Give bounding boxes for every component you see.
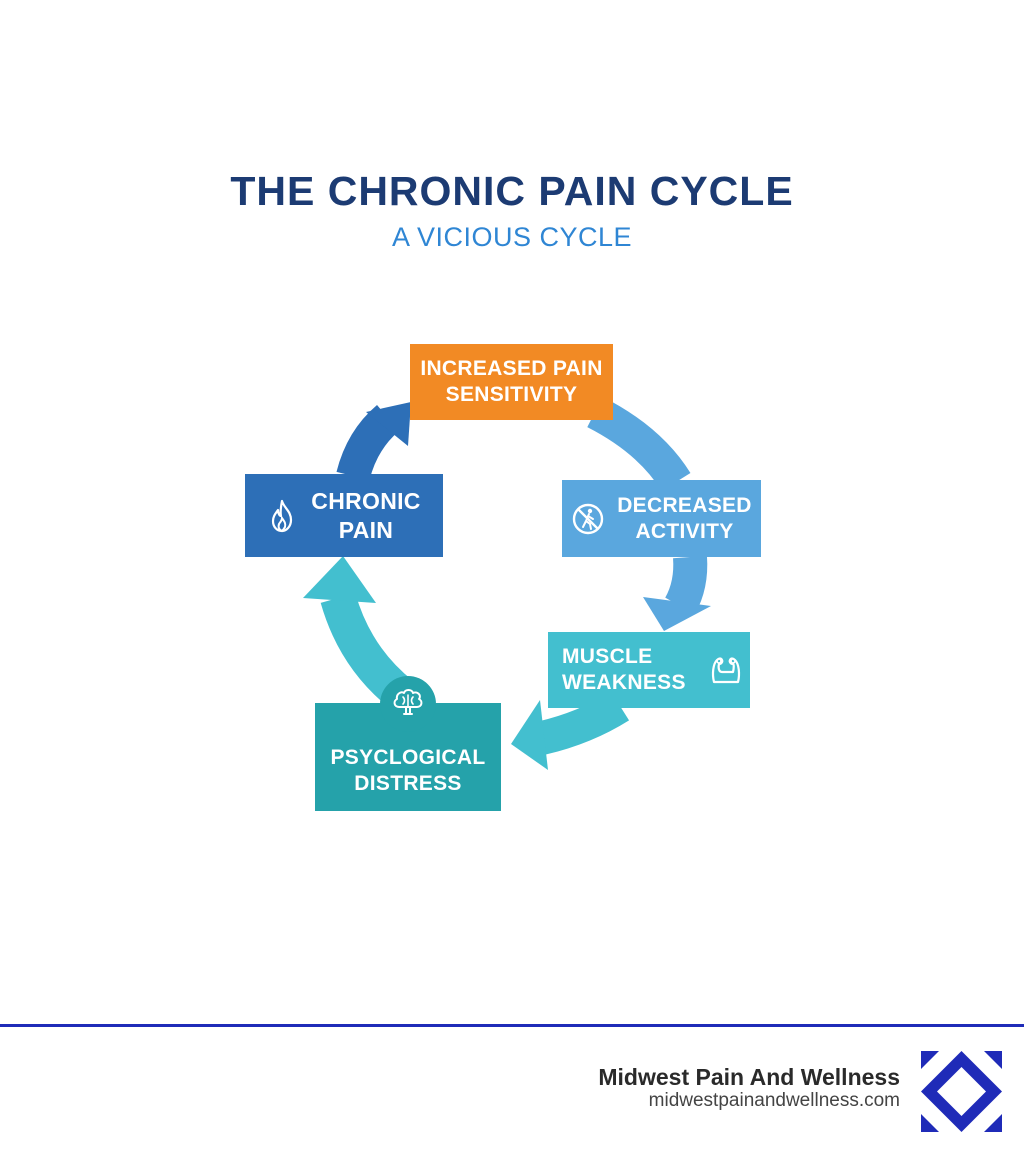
brand-url: midwestpainandwellness.com — [648, 1090, 900, 1111]
brand-name: Midwest Pain And Wellness — [598, 1064, 900, 1090]
node-muscle-weakness: MUSCLE WEAKNESS — [548, 632, 750, 708]
muscle-icon — [708, 652, 744, 688]
node-label-line2: PAIN — [338, 516, 394, 543]
arrowhead-muscle — [643, 597, 711, 631]
page-title: THE CHRONIC PAIN CYCLE — [230, 168, 794, 214]
page-subtitle: A VICIOUS CYCLE — [391, 222, 633, 252]
footer-divider — [0, 1024, 1024, 1027]
brand-logo-icon — [921, 1051, 1002, 1132]
node-label-line2: SENSITIVITY — [445, 383, 578, 406]
node-label-line2: ACTIVITY — [635, 519, 734, 543]
node-label-line1: DECREASED — [617, 493, 752, 517]
brain-cloud-icon — [389, 683, 427, 726]
node-label-line2: WEAKNESS — [562, 671, 686, 694]
distress-icon-badge — [380, 676, 436, 732]
node-increased-pain-sensitivity: INCREASED PAIN SENSITIVITY — [410, 344, 613, 420]
node-decreased-activity: DECREASED ACTIVITY — [562, 480, 761, 557]
node-label-line1: CHRONIC — [311, 487, 421, 514]
node-label-line1: INCREASED PAIN — [420, 357, 603, 380]
node-label-line2: DISTRESS — [354, 772, 462, 795]
arrowhead-sensitivity — [366, 402, 411, 446]
arrow-muscle-to-distress — [537, 691, 630, 755]
node-chronic-pain: CHRONIC PAIN — [245, 474, 443, 557]
arrowhead-distress — [511, 700, 548, 770]
node-label-line1: MUSCLE — [562, 645, 653, 668]
node-psychological-distress: PSYCLOGICAL DISTRESS — [315, 703, 501, 811]
no-walking-icon — [571, 502, 605, 536]
arrow-sensitivity-to-activity — [587, 396, 691, 492]
arrowhead-chronic — [303, 556, 376, 603]
arrow-chronic-to-sensitivity — [336, 405, 400, 481]
flame-icon — [267, 499, 297, 533]
node-label-line1: PSYCLOGICAL — [330, 746, 486, 769]
arrow-activity-to-muscle — [664, 555, 708, 615]
